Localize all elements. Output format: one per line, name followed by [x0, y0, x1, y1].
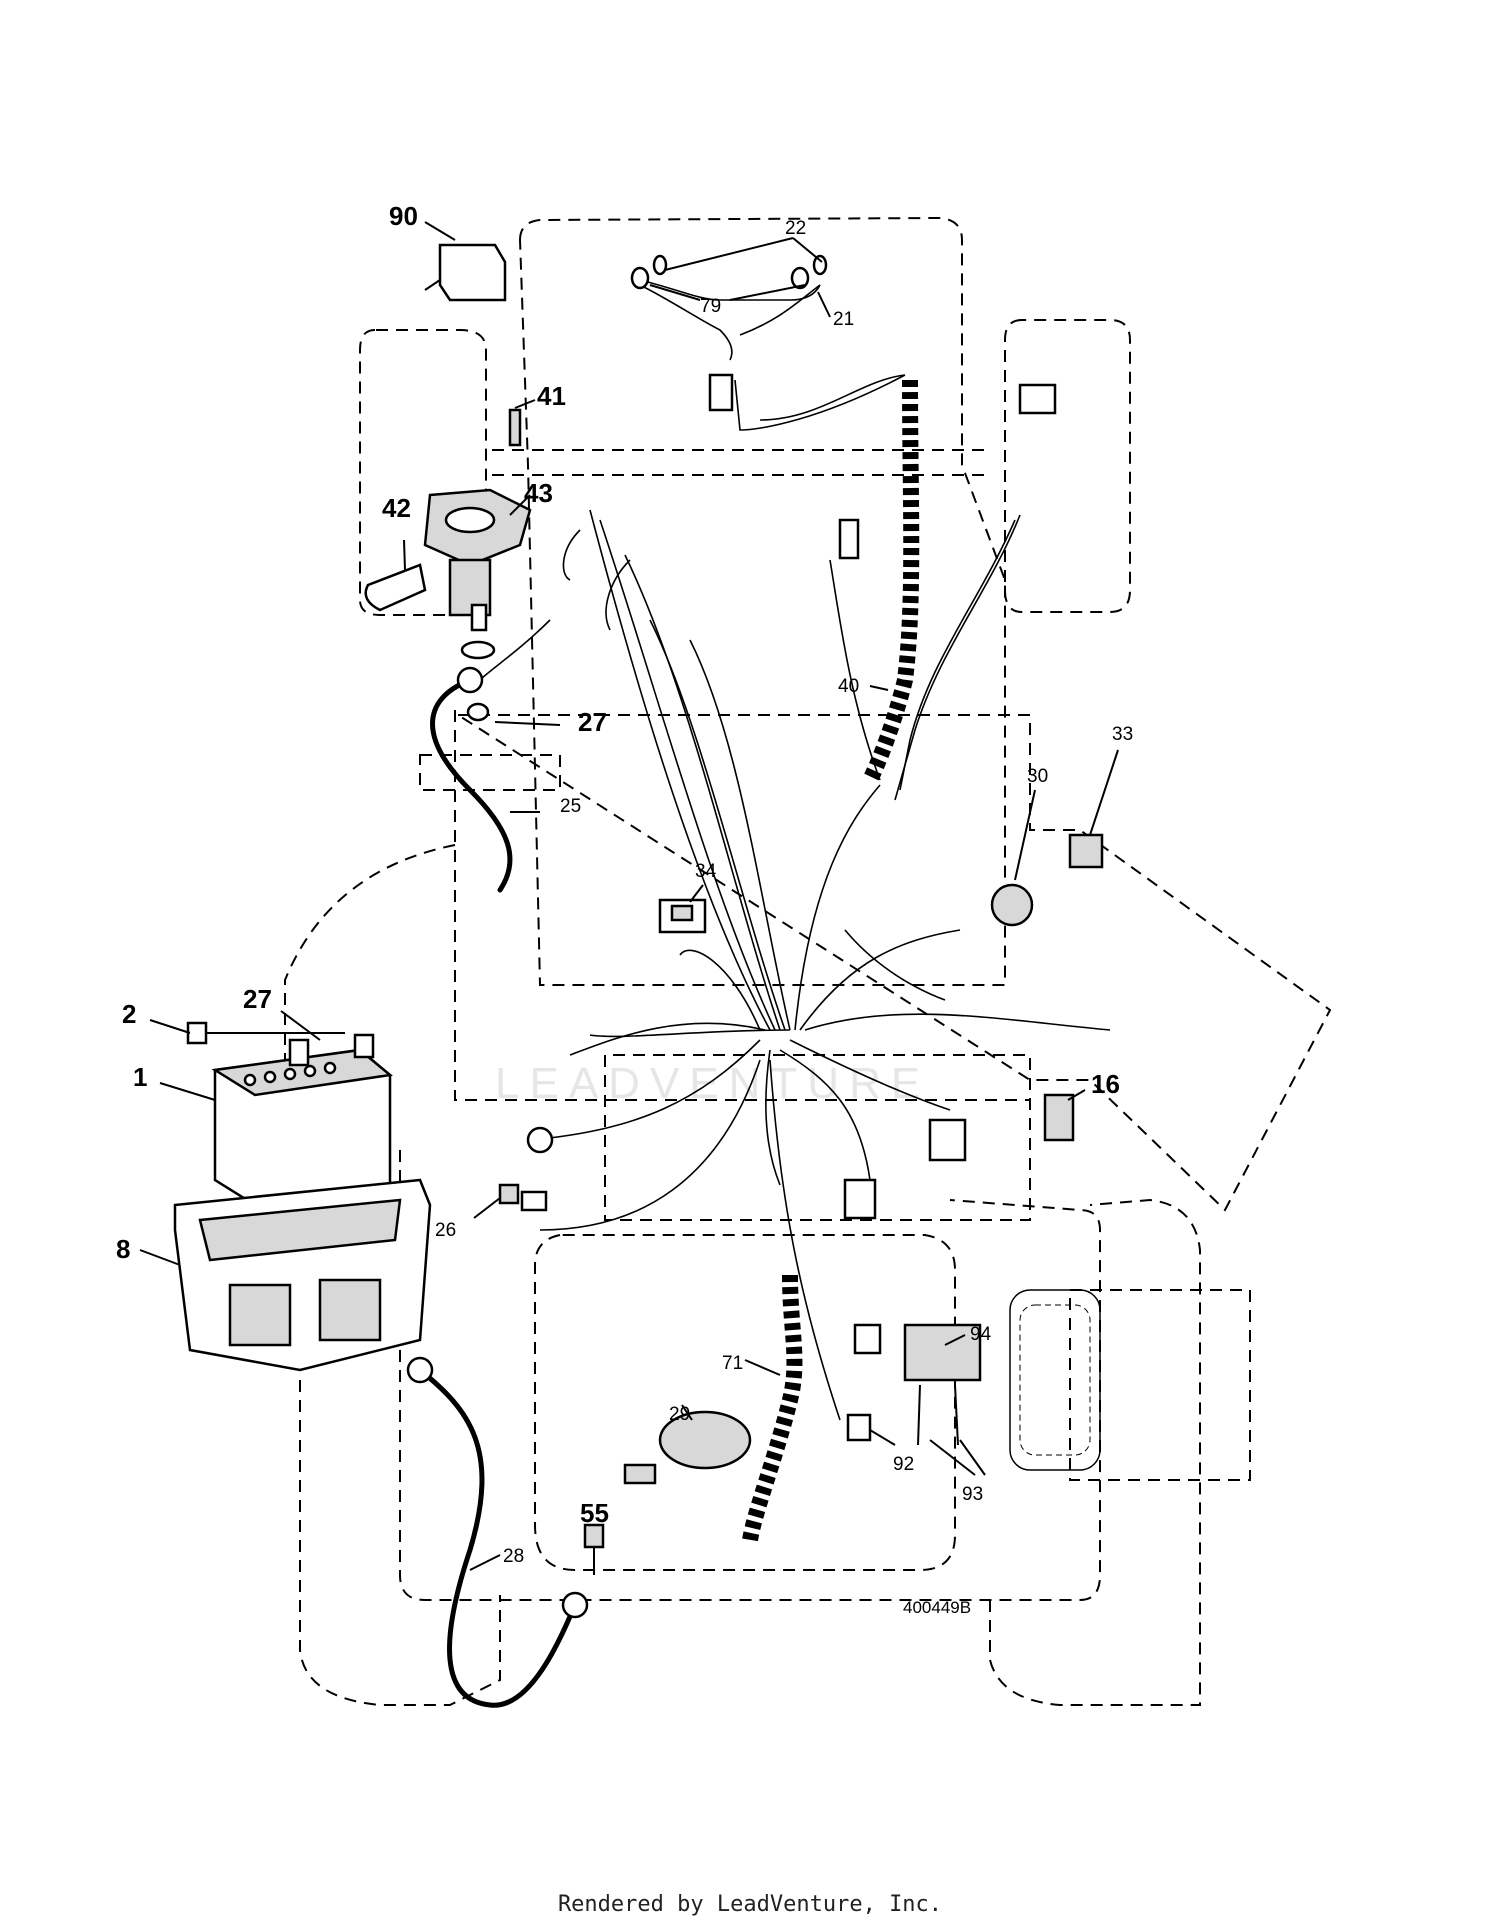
callout-21: 21 — [833, 309, 854, 330]
callout-42: 42 — [382, 493, 411, 523]
callout-94: 94 — [970, 1324, 992, 1345]
seat-pan — [1009, 1289, 1101, 1471]
callout-79: 79 — [700, 296, 721, 317]
callout-25: 25 — [560, 796, 581, 817]
connector-front-a — [1018, 383, 1057, 415]
ring-terminal-55 — [561, 1591, 589, 1619]
callout-92: 92 — [893, 1454, 914, 1475]
connector-26-socket — [520, 1190, 548, 1212]
callout-27-top: 27 — [578, 707, 607, 737]
callout-22: 22 — [785, 218, 806, 239]
drawing-code: 400449B — [903, 1598, 971, 1617]
callout-26: 26 — [435, 1220, 456, 1241]
callout-8: 8 — [116, 1234, 130, 1264]
connector-front-b — [838, 518, 860, 560]
frame-outline — [284, 216, 1332, 1706]
screw-93a — [917, 1384, 921, 1446]
callout-27-battery: 27 — [243, 984, 272, 1014]
connector-4pin — [843, 1178, 877, 1220]
callout-34: 34 — [695, 861, 717, 882]
callout-16: 16 — [1091, 1069, 1120, 1099]
ring-terminal-harness — [526, 1126, 554, 1154]
callout-90: 90 — [389, 201, 418, 231]
relay-33 — [1068, 833, 1104, 869]
callout-labels: 90 22 79 21 41 42 43 40 27 25 33 30 34 2… — [116, 201, 1133, 1617]
footer-credit: Rendered by LeadVenture, Inc. — [557, 1892, 943, 1917]
negative-cable-28 — [417, 1367, 578, 1708]
callout-28: 28 — [503, 1546, 524, 1567]
harness-conduit-40 — [862, 379, 920, 784]
bolt-2-head — [186, 1021, 208, 1045]
callout-93: 93 — [962, 1484, 983, 1505]
callout-55: 55 — [580, 1498, 609, 1528]
callout-71: 71 — [722, 1353, 743, 1374]
plug-90 — [438, 243, 507, 302]
harness-conduit-71 — [742, 1274, 803, 1542]
bolt-55 — [583, 1523, 605, 1549]
callout-1: 1 — [133, 1062, 147, 1092]
fuse-26 — [498, 1183, 520, 1205]
callout-30: 30 — [1027, 766, 1048, 787]
connector-92-b — [846, 1413, 872, 1442]
callout-43: 43 — [524, 478, 553, 508]
fuse-holder-16 — [1043, 1093, 1075, 1142]
callout-29: 29 — [669, 1404, 690, 1425]
callout-2: 2 — [122, 999, 136, 1029]
connector-6pin — [928, 1118, 967, 1162]
ring-terminal-28 — [406, 1356, 434, 1384]
connector-92 — [853, 1323, 882, 1355]
screw-93b — [954, 1384, 959, 1446]
screw-41 — [508, 408, 522, 447]
callout-41: 41 — [537, 381, 566, 411]
seat-switch-30 — [990, 883, 1034, 927]
callout-40: 40 — [838, 676, 859, 697]
wiring-harness — [479, 374, 1111, 1421]
callout-33: 33 — [1112, 724, 1133, 745]
leader-lines — [139, 221, 1119, 1571]
positive-cable-25 — [430, 677, 513, 893]
ring-terminal-25 — [456, 666, 484, 694]
ignition-switch — [423, 488, 532, 722]
switch-29 — [658, 1410, 752, 1470]
headlight-harness — [630, 254, 906, 431]
ignition-key-42 — [364, 563, 427, 612]
battery-assembly — [173, 1033, 432, 1372]
switch-29-plug — [623, 1463, 657, 1485]
module-94 — [903, 1323, 982, 1382]
